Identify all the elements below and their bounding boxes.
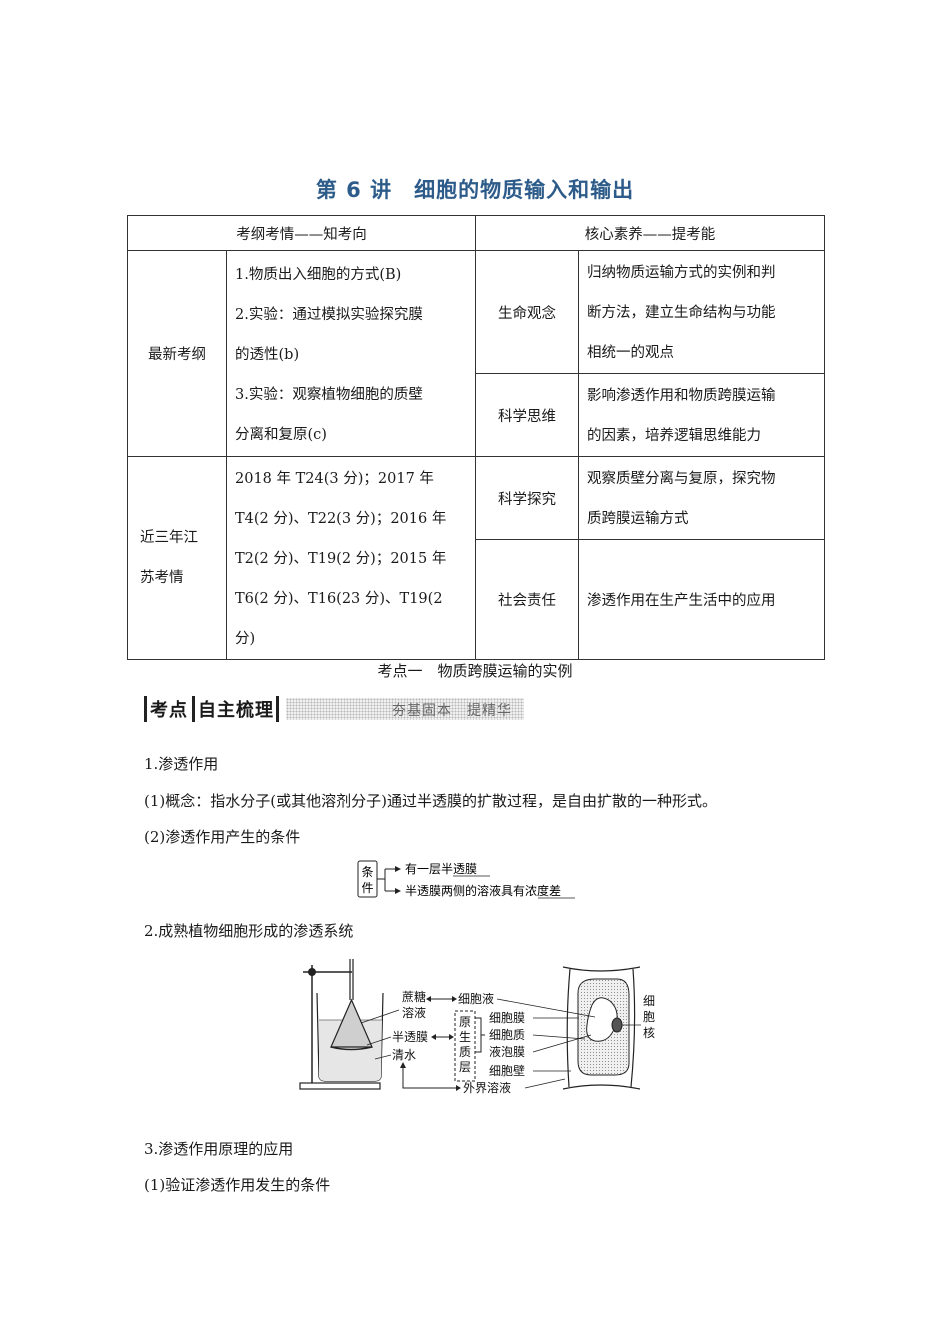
cell-sap-label: 细胞液: [458, 991, 494, 1006]
banner-keyword: 考点: [150, 700, 188, 721]
right-header: 核心素养——提考能: [475, 215, 825, 251]
arrow-icon: [395, 866, 401, 894]
paragraph: (1)概念：指水分子(或其他溶剂分子)通过半透膜的扩散过程，是自由扩散的一种形式…: [144, 792, 717, 810]
banner-bar: [192, 696, 195, 722]
osmosis-system-diagram: 蔗糖 溶液 半透膜 清水 细胞液 原 生 质 层 细胞膜 细胞质 液泡膜 细胞壁…: [299, 959, 655, 1095]
nucleus-shape: [611, 1017, 623, 1033]
competency-name: 科学探究: [475, 456, 579, 540]
condition-item: 有一层半透膜: [405, 862, 477, 876]
competency-desc: 渗透作用在生产生活中的应用: [578, 539, 825, 660]
banner-tagline: 夯基固本 提精华: [392, 703, 512, 719]
competency-desc: 观察质壁分离与复原，探究物 质跨膜运输方式: [578, 456, 825, 540]
cytoplasm-label: 细胞质: [489, 1028, 525, 1042]
protoplast-label: 原: [459, 1015, 471, 1029]
left-header: 考纲考情——知考向: [127, 215, 476, 251]
condition-diagram: 条 件 有一层半透膜 半透膜两侧的溶液具有浓度差: [357, 860, 575, 899]
competency-name: 生命观念: [475, 250, 579, 374]
row2-content: 2018 年 T24(3 分)；2017 年 T4(2 分)、T22(3 分)；…: [226, 456, 476, 660]
paragraph: 3.渗透作用原理的应用: [144, 1140, 294, 1158]
banner-dot-pattern: [286, 698, 524, 720]
row1-label: 最新考纲: [127, 250, 227, 457]
paragraph: 1.渗透作用: [144, 755, 219, 773]
vacuole-shape: [586, 997, 618, 1042]
water-label: 清水: [392, 1048, 416, 1062]
cell-wall-label: 细胞壁: [489, 1063, 525, 1078]
condition-label: 件: [361, 881, 373, 895]
membrane-label: 半透膜: [392, 1030, 428, 1044]
banner-keyword: 自主梳理: [198, 700, 274, 721]
banner-bar: [144, 696, 147, 722]
condition-item: 半透膜两侧的溶液具有浓度差: [405, 883, 561, 898]
nucleus-label: 细: [643, 994, 655, 1008]
row2-label: 近三年江 苏考情: [127, 456, 227, 660]
clamp-icon: [308, 968, 316, 976]
nucleus-label: 核: [643, 1026, 655, 1040]
row1-content: 1.物质出入细胞的方式(B) 2.实验：通过模拟实验探究膜 的透性(b) 3.实…: [226, 250, 476, 457]
competency-desc: 归纳物质运输方式的实例和判 断方法，建立生命结构与功能 相统一的观点: [578, 250, 825, 374]
section-banner: 考点 自主梳理 夯基固本 提精华: [144, 694, 524, 724]
competency-desc: 影响渗透作用和物质跨膜运输 的因素，培养逻辑思维能力: [578, 373, 825, 457]
condition-label: 条: [361, 865, 373, 879]
cell-membrane-label: 细胞膜: [489, 1011, 525, 1025]
paragraph: (1)验证渗透作用发生的条件: [144, 1176, 331, 1194]
outer-solution-label: 外界溶液: [463, 1080, 511, 1095]
sucrose-label: 溶液: [402, 1005, 426, 1020]
nucleus-label: 胞: [643, 1010, 655, 1024]
protoplast-label: 层: [459, 1060, 471, 1074]
banner-bar: [276, 696, 279, 722]
competency-name: 科学思维: [475, 373, 579, 457]
paragraph: 2.成熟植物细胞形成的渗透系统: [144, 922, 354, 940]
section-title: 考点一 物质跨膜运输的实例: [377, 662, 573, 680]
page-title: 第 6 讲 细胞的物质输入和输出: [315, 178, 635, 202]
sucrose-label: 蔗糖: [402, 989, 426, 1004]
paragraph: (2)渗透作用产生的条件: [144, 828, 301, 846]
competency-name: 社会责任: [475, 539, 579, 660]
protoplast-label: 生: [459, 1030, 471, 1044]
tonoplast-label: 液泡膜: [489, 1044, 525, 1059]
syllabus-table: 考纲考情——知考向 核心素养——提考能 最新考纲 1.物质出入细胞的方式(B) …: [127, 215, 825, 660]
protoplast-label: 质: [459, 1045, 471, 1059]
